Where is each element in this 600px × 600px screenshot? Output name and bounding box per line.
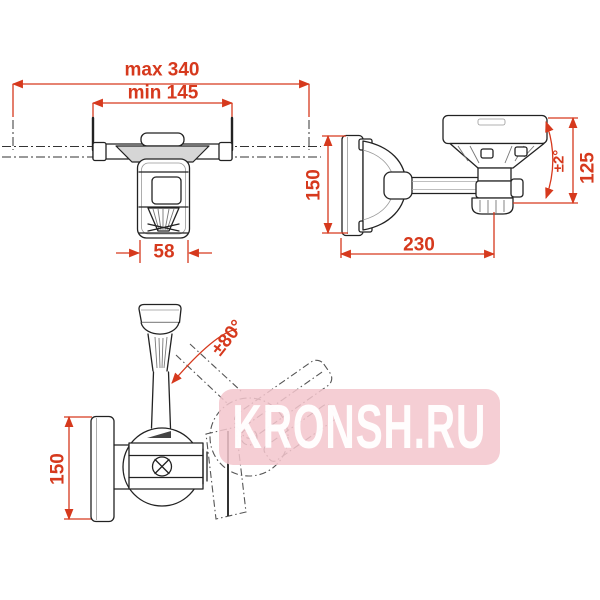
side-view <box>322 114 578 259</box>
dim-min-width-label: min 145 <box>127 82 199 104</box>
dim-head-height-label: 125 <box>577 152 599 184</box>
front-view <box>2 79 321 263</box>
dim-bracket-width-label: 58 <box>153 241 175 263</box>
watermark-text: KRONSH.RU <box>232 392 487 462</box>
dim-plate-height-label: 150 <box>47 453 69 485</box>
dim-depth-label: 230 <box>403 234 435 256</box>
watermark-badge: KRONSH.RU <box>219 389 500 465</box>
dim-max-width-label: max 340 <box>124 59 200 81</box>
dim-tilt-angle-label: ±2° <box>550 149 568 173</box>
dim-side-height-label: 150 <box>303 169 325 201</box>
